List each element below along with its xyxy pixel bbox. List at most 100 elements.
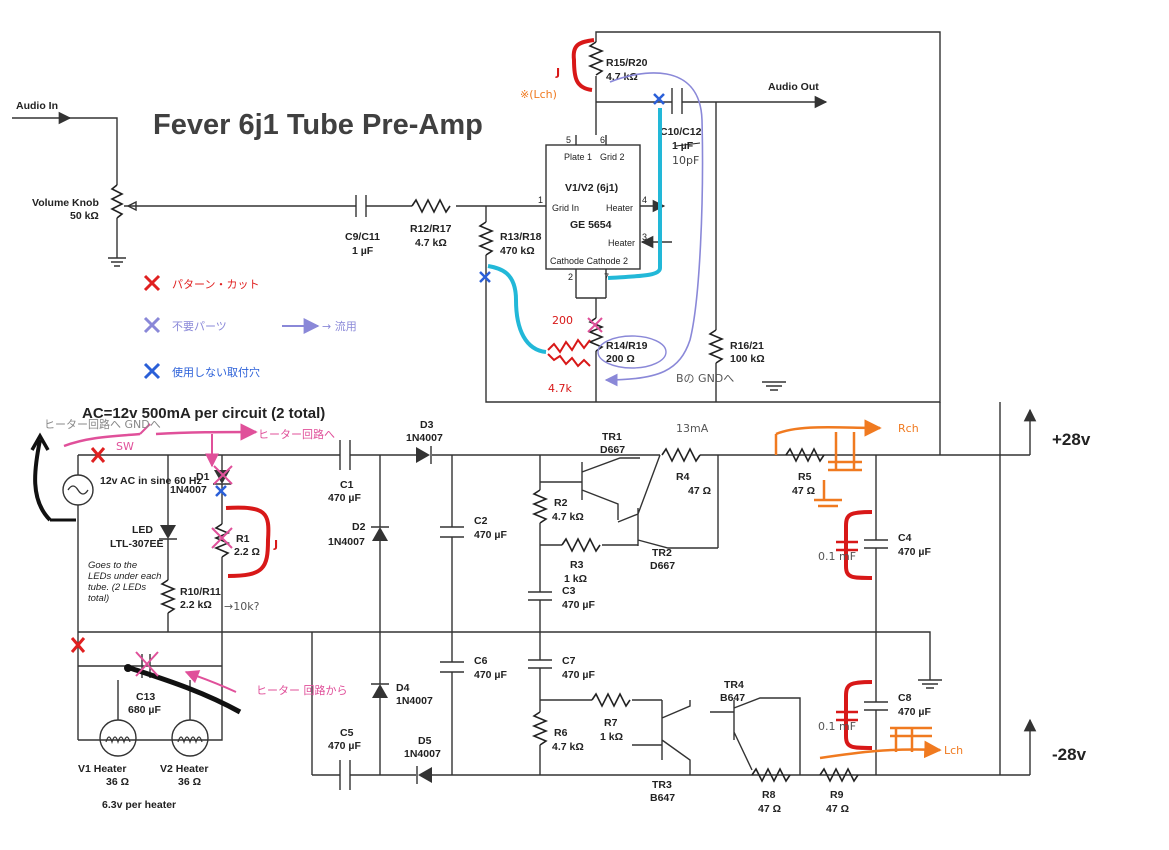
c6-value: 470 µF	[474, 669, 507, 681]
r14-top-note: 200	[552, 314, 573, 327]
tube-heater-b-label: Heater	[608, 238, 635, 248]
tr3-value: B647	[650, 792, 675, 804]
c8-hand-note: 0.1 mF	[818, 720, 856, 733]
c10-hand-note: 10pF	[672, 154, 699, 167]
c9-value: 1 µF	[352, 245, 374, 257]
legend-unused-text: 不要パーツ	[172, 320, 227, 333]
supply-header: AC=12v 500mA per circuit (2 total)	[82, 405, 325, 422]
c8-value: 470 µF	[898, 706, 931, 718]
r7-value: 1 kΩ	[600, 731, 623, 743]
tube-name: V1/V2 (6j1)	[565, 182, 618, 194]
supply-source: 12v AC in sine 60 Hz	[100, 475, 202, 487]
d1-value: 1N4007	[170, 484, 207, 496]
c7-name: C7	[562, 655, 576, 667]
c2-name: C2	[474, 515, 488, 527]
tube-pin7: 7	[604, 272, 609, 282]
r3-name: R3	[570, 559, 584, 571]
c4-hand-note: 0.1 mF	[818, 550, 856, 563]
d5-value: 1N4007	[404, 748, 441, 760]
v1h-name: V1 Heater	[78, 763, 126, 775]
tube-grid2-label: Grid 2	[600, 152, 625, 162]
r15-name: R15/R20	[606, 57, 648, 69]
heater-note: 6.3v per heater	[102, 799, 176, 811]
r2-name: R2	[554, 497, 568, 509]
tube-heater-a-label: Heater	[606, 203, 633, 213]
ma-note: 13mA	[676, 422, 709, 435]
tr3-name: TR3	[652, 779, 672, 791]
d2-name: D2	[352, 521, 366, 533]
legend-unused-mark-icon	[143, 316, 161, 334]
heater-to-note: ヒーター回路へ	[258, 428, 335, 441]
r7-name: R7	[604, 717, 618, 729]
tr1-name: TR1	[602, 431, 622, 443]
tr2-name: TR2	[652, 547, 672, 559]
preamp-mods: J ※(Lch) 10pF 200 4.7k Bの GNDへ	[479, 38, 734, 395]
heater-gnd-note: ヒーター回路へ GNDへ	[44, 418, 161, 431]
tube-pin5: 5	[566, 135, 571, 145]
led-note: Goes to the LEDs under each tube. (2 LED…	[88, 560, 162, 604]
r8-value: 47 Ω	[758, 803, 781, 815]
r14-value: 200 Ω	[606, 353, 635, 365]
c5-name: C5	[340, 727, 354, 739]
tube-pin4: 4	[642, 195, 647, 205]
tube-box	[545, 144, 641, 270]
led-note-box: Goes to the LEDs under each tube. (2 LED…	[88, 560, 162, 604]
led-value: LTL-307EE	[110, 538, 163, 550]
r15-note: ※(Lch)	[520, 88, 557, 101]
r4-name: R4	[676, 471, 690, 483]
title: Fever 6j1 Tube Pre-Amp	[153, 109, 483, 141]
c2-value: 470 µF	[474, 529, 507, 541]
d5-name: D5	[418, 735, 432, 747]
heater-from-note: ヒーター 回路から	[256, 684, 348, 697]
tube-pin1: 1	[538, 195, 543, 205]
led-name: LED	[132, 524, 153, 536]
c1-name: C1	[340, 479, 354, 491]
psu-labels: AC=12v 500mA per circuit (2 total) 12v A…	[78, 405, 1091, 815]
c9-name: C9/C11	[345, 231, 380, 243]
r10-hand-note: →10k?	[224, 600, 260, 613]
tr4-value: B647	[720, 692, 745, 704]
c13-value: 680 µF	[128, 704, 161, 716]
c3-name: C3	[562, 585, 576, 597]
volume-name: Volume Knob	[32, 197, 99, 209]
r3-value: 1 kΩ	[564, 573, 587, 585]
r16-name: R16/21	[730, 340, 764, 352]
v2h-value: 36 Ω	[178, 776, 201, 788]
r9-value: 47 Ω	[826, 803, 849, 815]
d1-name: D1	[196, 471, 210, 483]
tube-pin6: 6	[600, 135, 605, 145]
r4-value: 47 Ω	[688, 485, 711, 497]
r14-bottom-note: 4.7k	[548, 382, 572, 395]
v2h-name: V2 Heater	[160, 763, 208, 775]
legend-cut-text: パターン・カット	[172, 278, 259, 291]
r12-value: 4.7 kΩ	[415, 237, 447, 249]
r2-value: 4.7 kΩ	[552, 511, 584, 523]
tube-part: GE 5654	[570, 219, 612, 231]
r6-value: 4.7 kΩ	[552, 741, 584, 753]
r9-name: R9	[830, 789, 844, 801]
lch-note: Lch	[944, 744, 963, 757]
c4-value: 470 µF	[898, 546, 931, 558]
legend-cut-mark-icon	[143, 274, 161, 292]
r13-value: 470 kΩ	[500, 245, 535, 257]
c5-value: 470 µF	[328, 740, 361, 752]
tube-plate-label: Plate 1	[564, 152, 592, 162]
legend-hole-mark-icon	[143, 362, 161, 380]
r14-name: R14/R19	[606, 340, 648, 352]
rch-note: Rch	[898, 422, 919, 435]
c7-value: 470 µF	[562, 669, 595, 681]
psu-mods: ヒーター回路へ GNDへ ヒーター回路へ SW ヒーター 回路から J →10k…	[30, 418, 963, 760]
volume-value: 50 kΩ	[70, 210, 99, 222]
r1-jumper-j: J	[273, 538, 278, 551]
legend-reuse-text: → 流用	[322, 319, 357, 333]
d3-value: 1N4007	[406, 432, 443, 444]
d4-value: 1N4007	[396, 695, 433, 707]
c4-name: C4	[898, 532, 912, 544]
r10-value: 2.2 kΩ	[180, 599, 212, 611]
tube-cathode-label: Cathode Cathode 2	[550, 256, 628, 266]
c1-value: 470 µF	[328, 492, 361, 504]
d4-name: D4	[396, 682, 410, 694]
c3-value: 470 µF	[562, 599, 595, 611]
tr1-value: D667	[600, 444, 625, 456]
